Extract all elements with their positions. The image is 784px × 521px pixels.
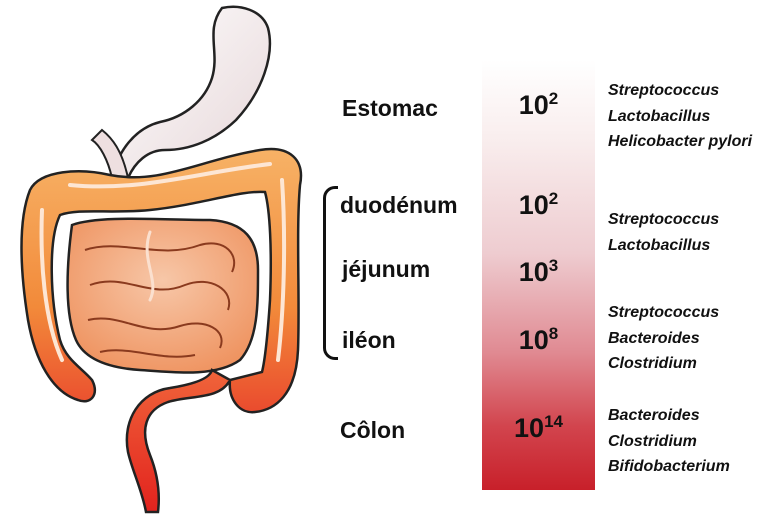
bacteria-name: Bifidobacterium [608, 454, 730, 480]
bacteria-name: Lactobacillus [608, 104, 752, 130]
bacteria-list-duodenum-jejunum: Streptococcus Lactobacillus [608, 207, 719, 258]
bacteria-name: Clostridium [608, 351, 719, 377]
bacteria-name: Streptococcus [608, 207, 719, 233]
count-jejunum: 103 [482, 257, 595, 288]
bacteria-name: Streptococcus [608, 78, 752, 104]
bacteria-name: Bacteroides [608, 403, 730, 429]
count-exponent: 2 [549, 189, 558, 208]
bacteria-list-ileum: Streptococcus Bacteroides Clostridium [608, 300, 719, 377]
region-label-jejunum: jéjunum [342, 256, 430, 283]
count-stomach: 102 [482, 90, 595, 121]
bacteria-name: Streptococcus [608, 300, 719, 326]
bacteria-list-stomach: Streptococcus Lactobacillus Helicobacter… [608, 78, 752, 155]
count-base: 10 [519, 325, 549, 355]
count-base: 10 [519, 190, 549, 220]
count-base: 10 [519, 257, 549, 287]
region-label-stomach: Estomac [342, 95, 438, 122]
count-duodenum: 102 [482, 190, 595, 221]
count-exponent: 8 [549, 324, 558, 343]
bacteria-name: Clostridium [608, 429, 730, 455]
small-intestine-bracket [323, 186, 338, 360]
bacteria-list-colon: Bacteroides Clostridium Bifidobacterium [608, 403, 730, 480]
rectum-shape [127, 370, 230, 512]
digestive-tract-illustration [0, 0, 330, 521]
region-label-colon: Côlon [340, 417, 405, 444]
count-base: 10 [514, 413, 544, 443]
bacteria-name: Bacteroides [608, 326, 719, 352]
count-ileum: 108 [482, 325, 595, 356]
count-base: 10 [519, 90, 549, 120]
bacteria-name: Lactobacillus [608, 233, 719, 259]
count-exponent: 2 [549, 89, 558, 108]
small-intestine-shape [68, 219, 258, 373]
count-colon: 1014 [482, 413, 595, 444]
region-label-ileum: iléon [342, 327, 396, 354]
count-exponent: 3 [549, 256, 558, 275]
count-exponent: 14 [544, 412, 563, 431]
region-label-duodenum: duodénum [340, 192, 458, 219]
bacteria-name: Helicobacter pylori [608, 129, 752, 155]
